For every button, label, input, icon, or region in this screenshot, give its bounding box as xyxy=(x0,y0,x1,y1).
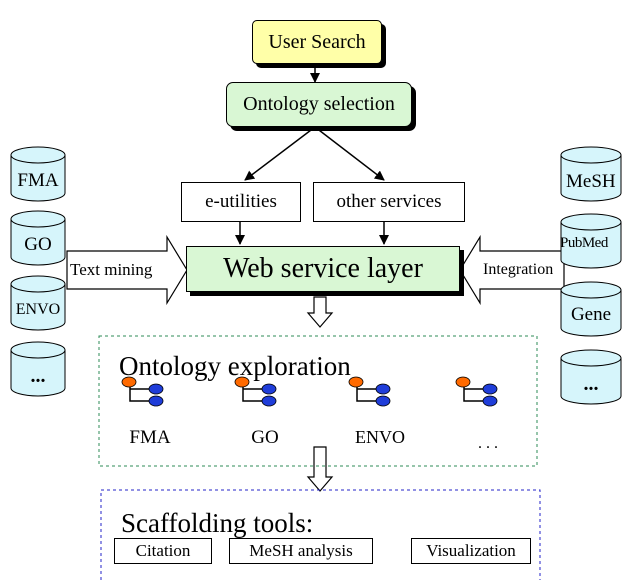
scaffolding-title: Scaffolding tools: xyxy=(121,508,314,538)
e-utilities-box: e-utilities xyxy=(181,182,301,222)
tree-icon-more xyxy=(455,376,498,407)
source-label-right-more: ... xyxy=(583,373,599,395)
cylinder-gene xyxy=(560,281,622,337)
cylinder-envo xyxy=(10,275,66,331)
text-mining-arrow xyxy=(66,234,188,306)
arrow-ontology-to-other xyxy=(314,126,385,181)
tree-label-more: . . . xyxy=(478,435,498,452)
tree-icon-go xyxy=(234,376,277,407)
integration-arrow xyxy=(459,234,565,306)
tree-icon-envo xyxy=(348,376,391,407)
cylinder-right-more xyxy=(560,349,622,405)
cylinder-fma xyxy=(10,146,66,202)
tree-label-go: GO xyxy=(251,427,279,448)
user-search-box: User Search xyxy=(252,20,382,64)
hollow-arrow-to-exploration xyxy=(306,296,334,328)
visualization-tool: Visualization xyxy=(411,538,531,564)
tree-label-fma: FMA xyxy=(129,427,171,448)
cylinder-go xyxy=(10,210,66,266)
source-label-gene: Gene xyxy=(570,304,612,325)
cylinder-pubmed xyxy=(560,213,622,269)
source-label-left-more: ... xyxy=(30,365,46,387)
integration-label: Integration xyxy=(483,261,554,278)
arrow-ontology-to-eutilities xyxy=(244,126,316,181)
text-mining-label: Text mining xyxy=(70,260,153,279)
source-label-go: GO xyxy=(24,234,52,255)
exploration-title: Ontology exploration xyxy=(119,351,351,381)
source-label-envo: ENVO xyxy=(15,301,61,318)
citation-tool: Citation xyxy=(114,538,212,564)
tree-icon-fma xyxy=(121,376,164,407)
source-label-mesh: MeSH xyxy=(566,171,616,192)
exploration-container xyxy=(98,335,538,467)
source-label-pubmed: PubMed xyxy=(560,235,608,251)
hollow-arrow-to-scaffolding xyxy=(306,446,334,492)
other-services-box: other services xyxy=(313,182,465,222)
cylinder-left-more xyxy=(10,341,66,397)
scaffolding-container xyxy=(100,489,541,580)
web-service-layer-box: Web service layer xyxy=(186,246,460,292)
source-label-fma: FMA xyxy=(17,170,59,191)
tree-label-envo: ENVO xyxy=(355,427,405,447)
ontology-selection-box: Ontology selection xyxy=(226,82,412,127)
mesh-analysis-tool: MeSH analysis xyxy=(229,538,373,564)
cylinder-mesh xyxy=(560,146,622,202)
